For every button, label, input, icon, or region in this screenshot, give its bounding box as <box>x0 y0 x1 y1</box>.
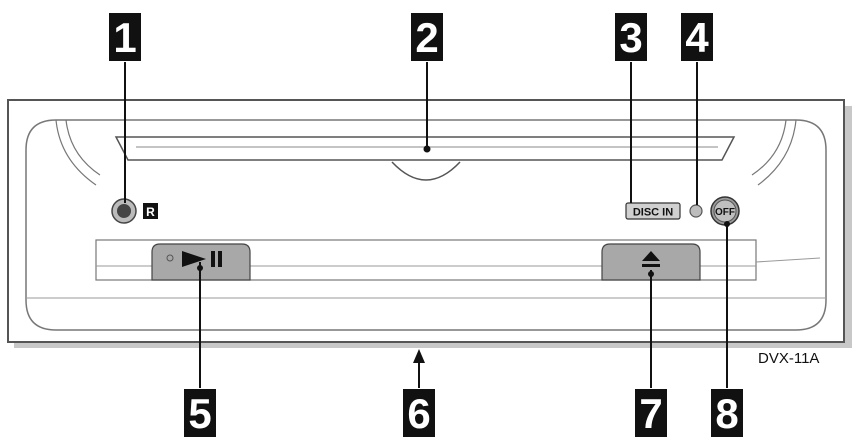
callout-7: 7 <box>635 389 667 437</box>
off-label: OFF <box>715 207 735 218</box>
disc-in-indicator: DISC IN <box>625 202 681 220</box>
eject-button[interactable] <box>601 243 701 281</box>
callout-6-number: 6 <box>407 390 430 437</box>
callout-4: 4 <box>681 13 713 61</box>
leader-dot-8 <box>724 221 730 227</box>
off-button[interactable]: OFF <box>710 196 740 226</box>
callout-5: 5 <box>184 389 216 437</box>
callout-3-number: 3 <box>619 14 642 61</box>
disc-slot[interactable] <box>114 136 736 181</box>
callout-8-number: 8 <box>715 390 738 437</box>
model-label: DVX-11A <box>758 350 819 367</box>
play-indicator-dot <box>166 254 174 262</box>
callout-6: 6 <box>403 389 435 437</box>
remote-sensor-button[interactable] <box>111 198 137 224</box>
leader-lines <box>124 62 730 388</box>
callout-5-number: 5 <box>188 390 211 437</box>
callout-2-number: 2 <box>415 14 438 61</box>
callout-7-number: 7 <box>639 390 662 437</box>
callout-2: 2 <box>411 13 443 61</box>
remote-sensor-letter: R <box>146 205 155 219</box>
play-pause-icon <box>182 251 222 267</box>
eject-icon <box>642 251 660 267</box>
callout-1: 1 <box>109 13 141 61</box>
callout-3: 3 <box>615 13 647 61</box>
leader-arrow-6 <box>413 349 425 363</box>
callout-1-number: 1 <box>113 14 136 61</box>
leader-dot-5 <box>197 265 203 271</box>
callout-8: 8 <box>711 389 743 437</box>
disc-in-label: DISC IN <box>633 207 673 219</box>
leader-dot-2 <box>423 145 431 153</box>
callout-4-number: 4 <box>685 14 709 61</box>
remote-sensor-mark: R <box>143 203 158 219</box>
indicator-led <box>689 204 703 218</box>
leader-dot-7 <box>648 271 654 277</box>
